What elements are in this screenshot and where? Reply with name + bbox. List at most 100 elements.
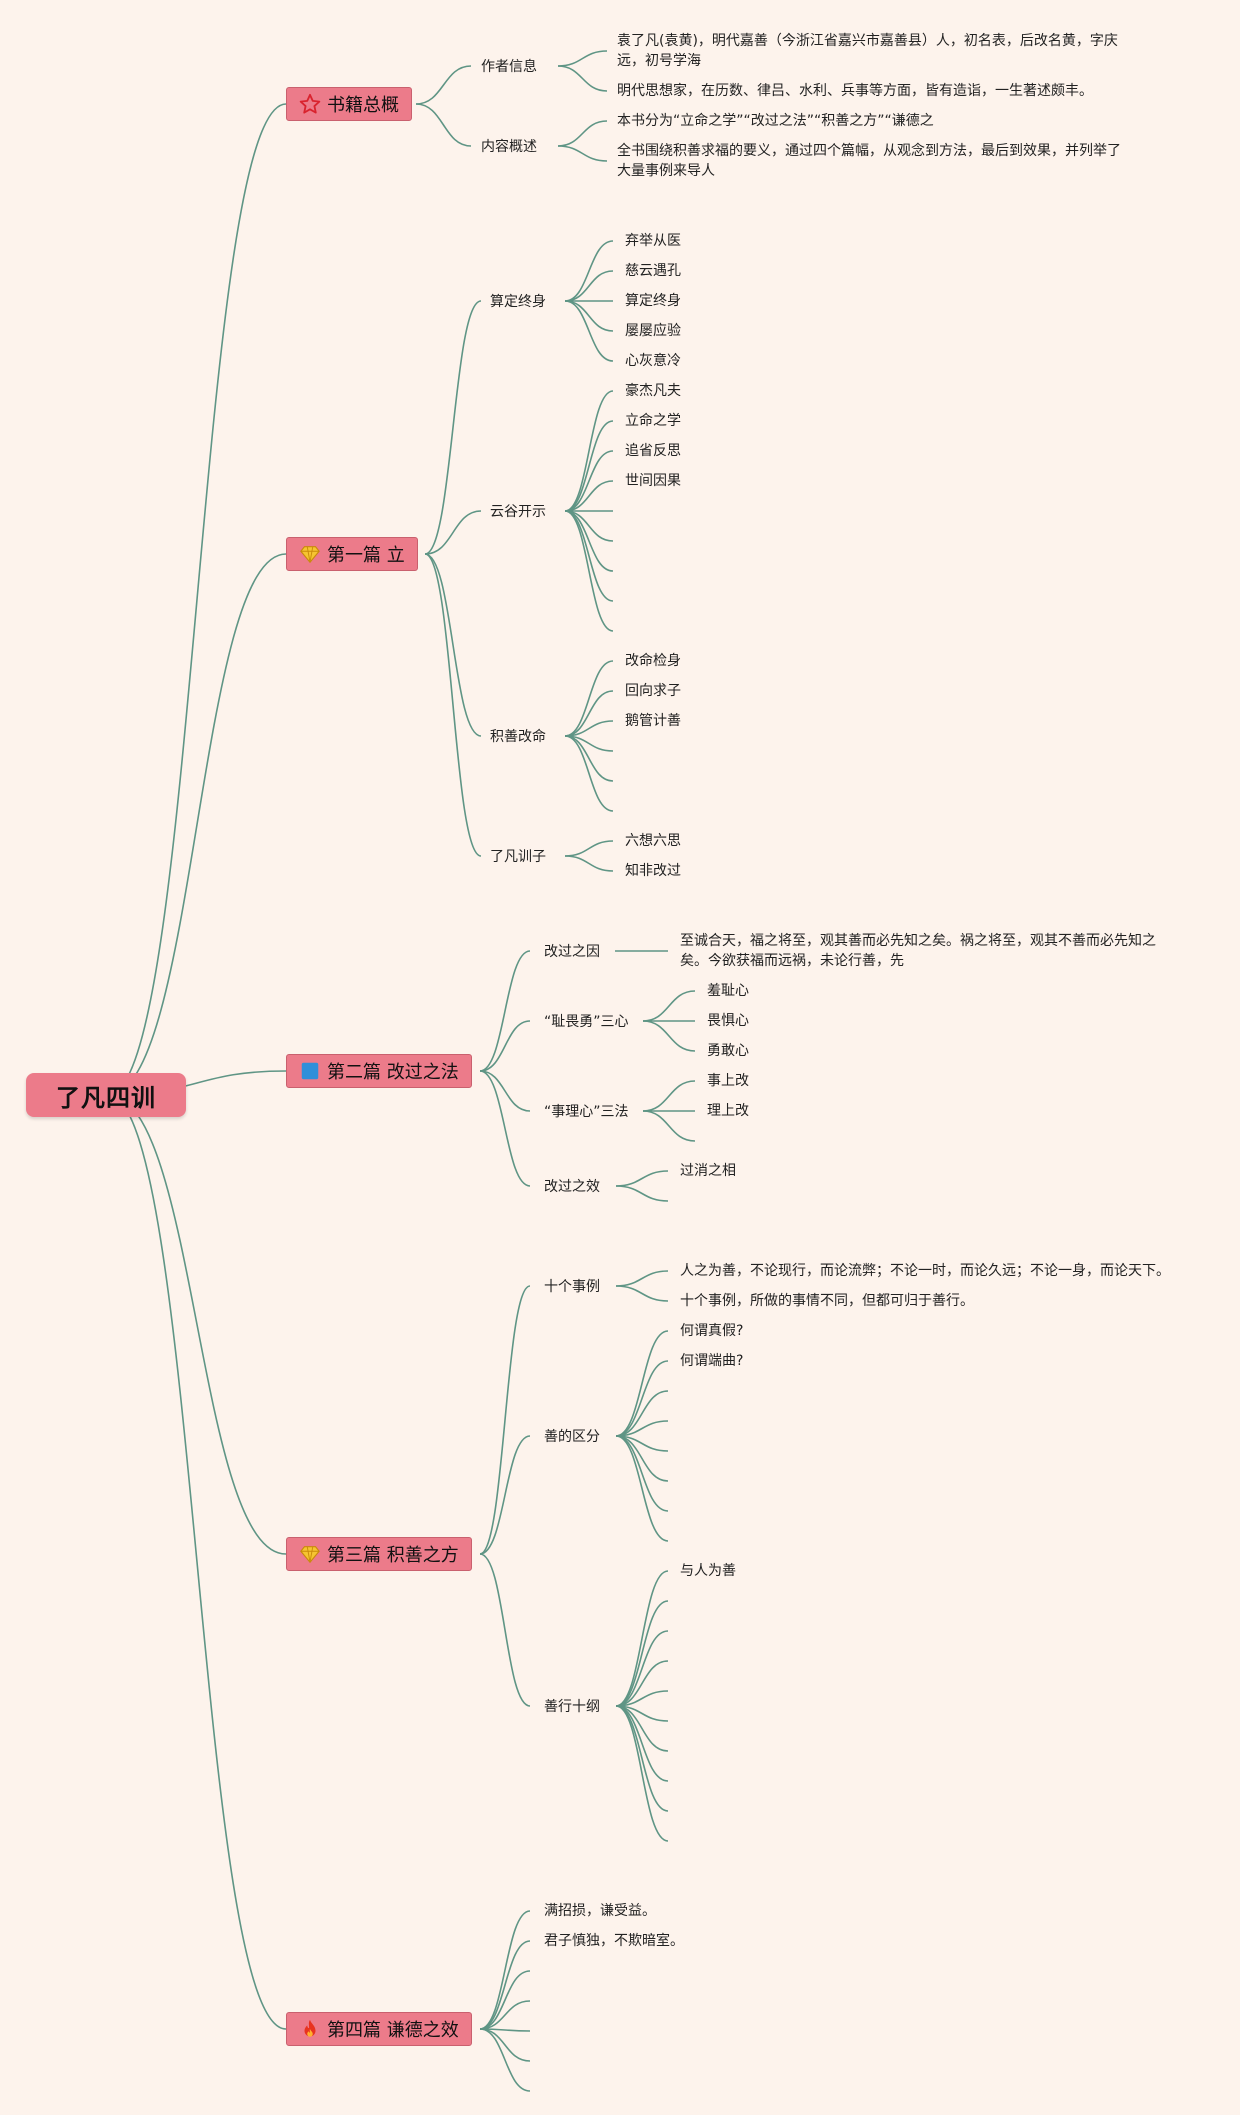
leaf-node[interactable]: 弃举从医 xyxy=(625,233,681,249)
leaf-node[interactable]: 何谓真假? xyxy=(680,1323,744,1339)
leaf-node[interactable]: 过消之相 xyxy=(680,1163,736,1179)
sub-node[interactable]: 改过之因 xyxy=(544,944,600,960)
leaf-node[interactable]: 本书分为“立命之学”“改过之法”“积善之方”“谦德之 xyxy=(617,113,934,129)
sub-connector xyxy=(564,840,614,857)
leaf-node[interactable]: 与人为善 xyxy=(680,1563,736,1579)
leaf-node[interactable]: 回向求子 xyxy=(625,683,681,699)
leaf-node[interactable]: 满招损，谦受益。 xyxy=(544,1903,656,1919)
gem-icon xyxy=(299,543,321,565)
sub-node[interactable]: 了凡训子 xyxy=(490,849,546,865)
sub-connector xyxy=(615,1330,669,1437)
sub-connector xyxy=(564,855,614,872)
sub-node[interactable]: 善的区分 xyxy=(544,1429,600,1445)
leaf-node[interactable]: 知非改过 xyxy=(625,863,681,879)
star-icon xyxy=(299,93,321,115)
chapter-node-part-one[interactable]: 第一篇 立 xyxy=(286,537,418,571)
sub-connector xyxy=(615,1705,669,1812)
sub-node[interactable]: 算定终身 xyxy=(490,294,546,310)
leaf-node[interactable]: 事上改 xyxy=(707,1073,749,1089)
sub-connector xyxy=(642,1080,696,1112)
chapter-connector xyxy=(479,2028,531,2092)
sub-connector xyxy=(615,1570,669,1707)
leaf-node[interactable]: 羞耻心 xyxy=(707,983,749,999)
sub-connector xyxy=(615,1285,669,1302)
sub-connector xyxy=(557,120,608,147)
sub-node[interactable]: 改过之效 xyxy=(544,1179,600,1195)
leaf-node[interactable]: 六想六思 xyxy=(625,833,681,849)
sub-connector xyxy=(642,1020,696,1052)
sub-connector xyxy=(564,240,614,302)
gem-icon xyxy=(299,1543,321,1565)
chapter-label: 第二篇 改过之法 xyxy=(327,1062,459,1083)
chapter-connector xyxy=(415,103,472,147)
chapter-connector xyxy=(424,553,482,857)
leaf-node[interactable]: 全书围绕积善求福的要义，通过四个篇幅，从观念到方法，最后到效果，并列举了大量事例… xyxy=(617,143,1121,179)
leaf-node[interactable]: 心灰意冷 xyxy=(625,353,681,369)
chapter-connector xyxy=(479,1435,531,1555)
sub-connector xyxy=(564,300,614,332)
chapter-label: 第四篇 谦德之效 xyxy=(327,2020,459,2041)
leaf-node[interactable]: 改命检身 xyxy=(625,653,681,669)
chapter-node-overview[interactable]: 书籍总概 xyxy=(286,87,412,121)
sub-connector xyxy=(564,420,614,512)
sub-node[interactable]: 云谷开示 xyxy=(490,504,546,520)
chapter-connector xyxy=(479,950,531,1072)
sub-connector xyxy=(564,510,614,632)
leaf-node[interactable]: 至诚合天，福之将至，观其善而必先知之矣。祸之将至，观其不善而必先知之矣。今欲获福… xyxy=(680,933,1156,969)
leaf-node[interactable]: 屡屡应验 xyxy=(625,323,681,339)
chapter-connector xyxy=(479,1070,531,1112)
leaf-node[interactable]: 袁了凡(袁黄)，明代嘉善（今浙江省嘉兴市嘉善县）人，初名表，后改名黄，字庆远，初… xyxy=(617,33,1118,69)
sub-node[interactable]: 善行十纲 xyxy=(544,1699,600,1715)
blue-square-icon xyxy=(299,1060,321,1082)
sub-connector xyxy=(615,1390,669,1437)
sub-connector xyxy=(564,450,614,512)
sub-connector xyxy=(615,1630,669,1707)
sub-node[interactable]: “事理心”三法 xyxy=(544,1104,629,1120)
chapter-connector xyxy=(479,2000,531,2030)
sub-connector xyxy=(564,660,614,737)
sub-node[interactable]: “耻畏勇”三心 xyxy=(544,1014,629,1030)
sub-node[interactable]: 十个事例 xyxy=(544,1279,600,1295)
sub-connector xyxy=(615,1435,669,1512)
sub-connector xyxy=(564,690,614,737)
chapter-connector xyxy=(479,1970,531,2030)
chapter-connector xyxy=(479,1285,531,1555)
leaf-node[interactable]: 人之为善，不论现行，而论流弊；不论一时，而论久远；不论一身，而论天下。 xyxy=(680,1263,1170,1279)
root-node[interactable]: 了凡四训 xyxy=(26,1073,186,1117)
sub-connector xyxy=(564,510,614,602)
leaf-node[interactable]: 慈云遇孔 xyxy=(625,263,681,279)
sub-node[interactable]: 积善改命 xyxy=(490,729,546,745)
chapter-node-part-three[interactable]: 第三篇 积善之方 xyxy=(286,1537,472,1571)
chapter-connector xyxy=(479,1940,531,2030)
leaf-node[interactable]: 君子慎独，不欺暗室。 xyxy=(544,1933,684,1949)
chapter-connector xyxy=(479,1070,531,1187)
chapter-label: 书籍总概 xyxy=(327,95,399,116)
leaf-node[interactable]: 十个事例，所做的事情不同，但都可归于善行。 xyxy=(680,1293,974,1309)
sub-node[interactable]: 内容概述 xyxy=(481,139,537,155)
chapter-node-part-two[interactable]: 第二篇 改过之法 xyxy=(286,1054,472,1088)
chapter-node-part-four[interactable]: 第四篇 谦德之效 xyxy=(286,2012,472,2046)
leaf-node[interactable]: 追省反思 xyxy=(625,443,681,459)
chapter-connector xyxy=(424,300,482,555)
leaf-node[interactable]: 理上改 xyxy=(707,1103,749,1119)
sub-connector xyxy=(642,990,696,1022)
leaf-node[interactable]: 畏惧心 xyxy=(707,1013,749,1029)
sub-connector xyxy=(564,270,614,302)
leaf-node[interactable]: 明代思想家，在历数、律吕、水利、兵事等方面，皆有造诣，一生著述颇丰。 xyxy=(617,83,1093,99)
sub-connector xyxy=(564,480,614,512)
leaf-node[interactable]: 勇敢心 xyxy=(707,1043,749,1059)
leaf-node[interactable]: 算定终身 xyxy=(625,293,681,309)
leaf-node[interactable]: 豪杰凡夫 xyxy=(625,383,681,399)
sub-connector xyxy=(615,1185,669,1202)
sub-connector xyxy=(564,510,614,572)
sub-connector xyxy=(615,1435,669,1542)
sub-node[interactable]: 作者信息 xyxy=(481,59,537,75)
sub-connector xyxy=(557,145,608,162)
sub-connector xyxy=(615,1270,669,1287)
leaf-node[interactable]: 鹅管计善 xyxy=(625,713,681,729)
leaf-node[interactable]: 立命之学 xyxy=(625,413,681,429)
leaf-node[interactable]: 何谓端曲? xyxy=(680,1353,744,1369)
root-connector xyxy=(107,1094,287,2030)
sub-connector xyxy=(615,1360,669,1437)
leaf-node[interactable]: 世间因果 xyxy=(625,473,681,489)
